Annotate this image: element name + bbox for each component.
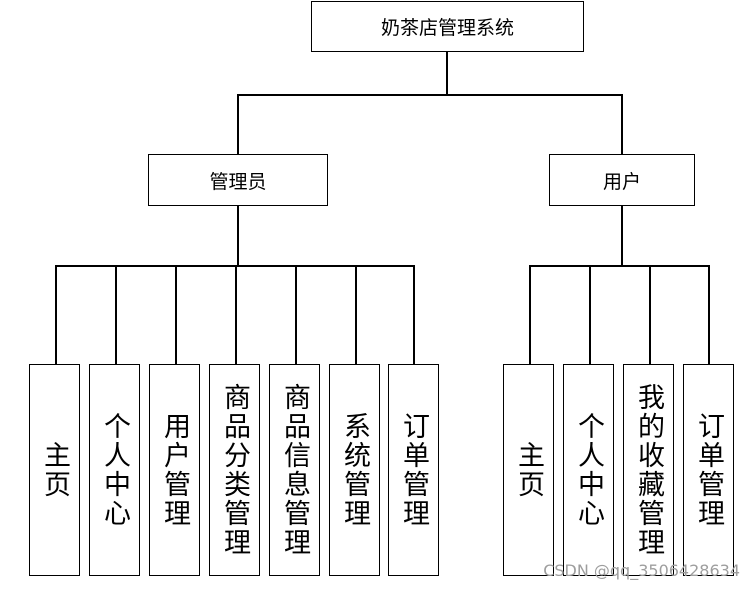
connector-user-leaf-1 bbox=[529, 265, 531, 364]
admin-leaf-user-management: 用户管理 bbox=[149, 364, 200, 576]
connector-admin-leaf-3 bbox=[175, 265, 177, 364]
admin-leaf-order-management: 订单管理 bbox=[388, 364, 439, 576]
connector-user-horizontal bbox=[529, 265, 710, 267]
watermark-text: CSDN @qq_3506428634 bbox=[543, 561, 740, 580]
connector-admin-leaf-2 bbox=[115, 265, 117, 364]
root-node: 奶茶店管理系统 bbox=[311, 1, 584, 52]
user-leaf-label: 个人中心 bbox=[573, 412, 604, 528]
user-leaf-home: 主页 bbox=[503, 364, 554, 576]
connector-admin-up bbox=[237, 94, 239, 154]
admin-leaf-label: 商品分类管理 bbox=[219, 383, 250, 557]
user-leaf-label: 订单管理 bbox=[693, 412, 724, 528]
admin-leaf-label: 主页 bbox=[39, 441, 70, 499]
user-leaf-personal-center: 个人中心 bbox=[563, 364, 614, 576]
user-leaf-order-management: 订单管理 bbox=[683, 364, 734, 576]
root-node-label: 奶茶店管理系统 bbox=[380, 17, 514, 39]
connector-user-down bbox=[621, 206, 623, 266]
connector-admin-leaf-6 bbox=[355, 265, 357, 364]
user-leaf-label: 我的收藏管理 bbox=[633, 383, 664, 557]
connector-admin-leaf-5 bbox=[295, 265, 297, 364]
admin-leaf-label: 商品信息管理 bbox=[279, 383, 310, 557]
admin-leaf-system-management: 系统管理 bbox=[329, 364, 380, 576]
connector-admin-down bbox=[237, 206, 239, 266]
connector-root-down bbox=[446, 52, 448, 95]
admin-leaf-label: 订单管理 bbox=[398, 412, 429, 528]
connector-user-leaf-3 bbox=[649, 265, 651, 364]
user-node-label: 用户 bbox=[602, 170, 641, 193]
admin-node-label: 管理员 bbox=[209, 170, 267, 193]
admin-leaf-personal-center: 个人中心 bbox=[89, 364, 140, 576]
connector-user-leaf-2 bbox=[589, 265, 591, 364]
admin-leaf-product-category: 商品分类管理 bbox=[209, 364, 260, 576]
connector-user-leaf-4 bbox=[708, 265, 710, 364]
user-leaf-label: 主页 bbox=[513, 441, 544, 499]
admin-leaf-label: 个人中心 bbox=[99, 412, 130, 528]
connector-admin-leaf-1 bbox=[55, 265, 57, 364]
connector-user-up bbox=[621, 94, 623, 154]
admin-leaf-label: 系统管理 bbox=[339, 412, 370, 528]
admin-leaf-label: 用户管理 bbox=[159, 412, 190, 528]
connector-top-horizontal bbox=[237, 94, 622, 96]
admin-leaf-home: 主页 bbox=[29, 364, 80, 576]
user-leaf-favorites-management: 我的收藏管理 bbox=[623, 364, 674, 576]
connector-admin-leaf-7 bbox=[413, 265, 415, 364]
connector-admin-leaf-4 bbox=[235, 265, 237, 364]
user-node: 用户 bbox=[549, 154, 695, 206]
admin-leaf-product-info: 商品信息管理 bbox=[269, 364, 320, 576]
admin-node: 管理员 bbox=[148, 154, 328, 206]
